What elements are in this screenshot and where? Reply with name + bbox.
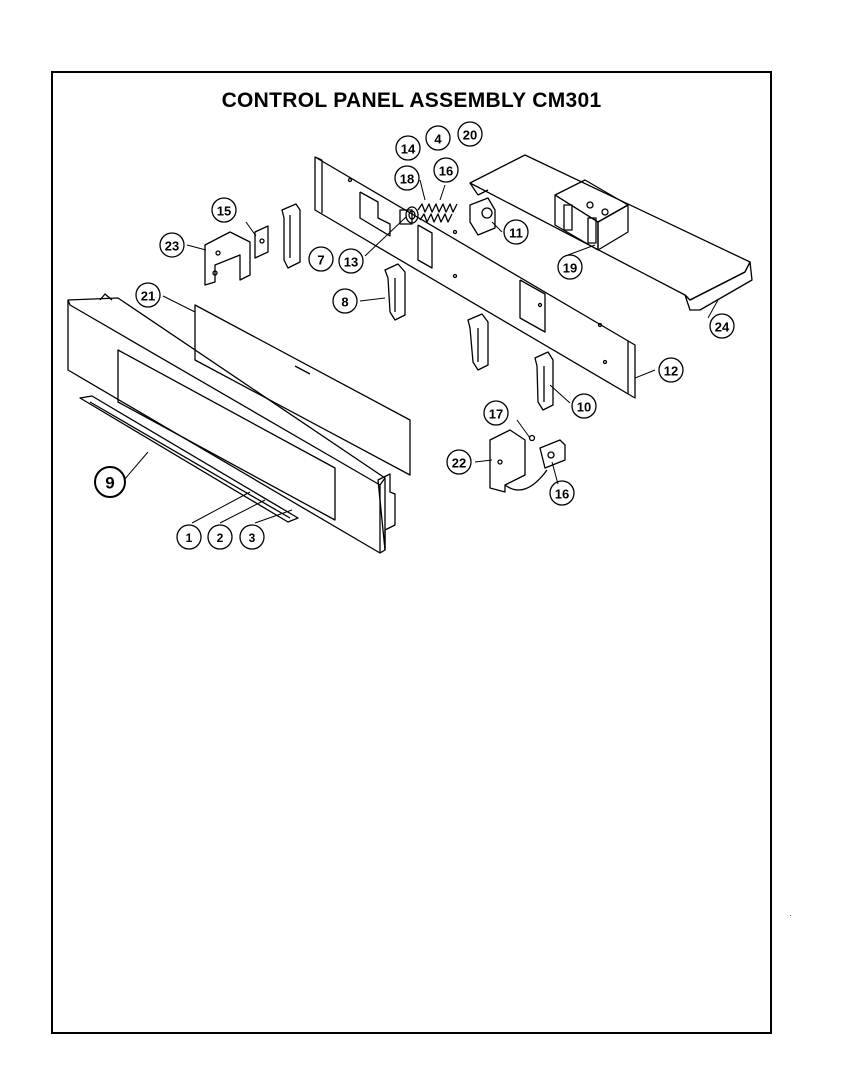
callout-22: 22 bbox=[452, 456, 466, 471]
part-17-screw bbox=[528, 434, 536, 442]
callout-circles bbox=[94, 121, 735, 550]
part-11-switch bbox=[469, 197, 496, 236]
part-19-bracket bbox=[554, 179, 629, 251]
callout-9: 9 bbox=[105, 474, 114, 493]
part-bracket-upper bbox=[281, 203, 301, 269]
callout-17: 17 bbox=[489, 407, 503, 422]
callout-20: 20 bbox=[463, 128, 477, 143]
callout-2: 2 bbox=[217, 531, 224, 545]
part-10-clip bbox=[534, 351, 554, 411]
callout-16-lower: 16 bbox=[555, 487, 569, 502]
callout-18: 18 bbox=[400, 172, 414, 187]
callout-10: 10 bbox=[577, 400, 591, 415]
callout-23: 23 bbox=[165, 239, 179, 254]
part-13-shaft bbox=[405, 206, 419, 224]
callout-19: 19 bbox=[563, 261, 577, 276]
callout-15: 15 bbox=[217, 204, 231, 219]
part-24-top-cover bbox=[469, 154, 753, 311]
callout-4: 4 bbox=[434, 132, 442, 147]
callout-21: 21 bbox=[141, 289, 155, 304]
callout-11: 11 bbox=[509, 226, 523, 241]
speck bbox=[790, 915, 791, 916]
callout-8: 8 bbox=[341, 295, 348, 310]
callout-1: 1 bbox=[186, 531, 193, 545]
callout-13: 13 bbox=[344, 255, 358, 270]
diagram-frame: CONTROL PANEL ASSEMBLY CM301 bbox=[51, 71, 772, 1034]
part-23-bracket bbox=[204, 231, 251, 286]
callout-3: 3 bbox=[249, 531, 256, 545]
part-22-bracket bbox=[489, 429, 548, 493]
callout-14: 14 bbox=[401, 142, 416, 157]
part-16-clip-lower bbox=[539, 439, 566, 469]
part-8-clip bbox=[384, 263, 406, 321]
leader-lines bbox=[123, 179, 719, 524]
part-clip-middle bbox=[467, 313, 489, 371]
callout-12: 12 bbox=[664, 364, 678, 379]
callout-16-upper: 16 bbox=[439, 164, 453, 179]
part-18-spring bbox=[417, 203, 458, 223]
part-9-front-panel bbox=[67, 293, 396, 554]
part-12-back-plate bbox=[314, 156, 636, 399]
part-21-overlay bbox=[194, 304, 411, 476]
callout-24: 24 bbox=[715, 320, 730, 335]
part-trim-strip bbox=[79, 395, 299, 523]
part-15-clip bbox=[254, 225, 269, 259]
diagram-title: CONTROL PANEL ASSEMBLY CM301 bbox=[221, 89, 602, 112]
callout-7: 7 bbox=[317, 253, 324, 268]
